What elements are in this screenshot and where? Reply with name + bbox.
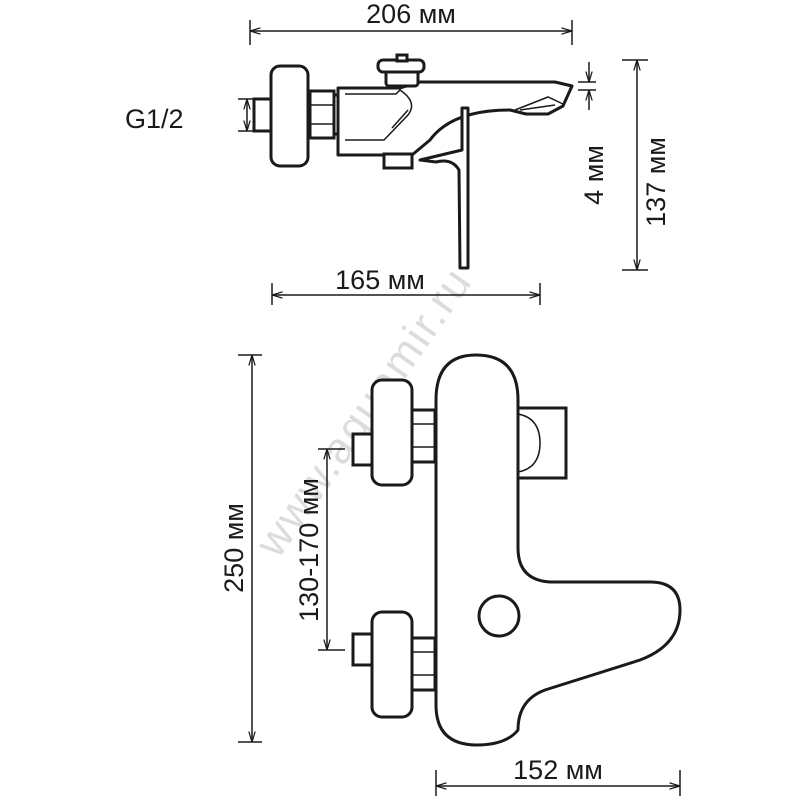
shower-outlet xyxy=(382,152,414,170)
front-view: 250 мм 130-170 мм 152 мм xyxy=(219,353,682,796)
hex-nut xyxy=(308,89,336,140)
body-inner-contour xyxy=(345,89,413,141)
upper-flange xyxy=(370,378,414,487)
diverter-pin xyxy=(395,53,409,63)
front-body xyxy=(434,353,682,747)
lever-handle xyxy=(418,106,470,270)
dim-spout-length: 165 мм xyxy=(335,265,425,295)
lower-hex-nut xyxy=(410,636,437,692)
faucet-body xyxy=(336,80,574,157)
side-view: 206 мм G1/2 xyxy=(125,0,671,305)
cartridge-circle xyxy=(477,594,521,638)
dim-total-height: 137 мм xyxy=(641,137,671,227)
dim-body-height: 250 мм xyxy=(219,503,249,593)
dim-wall-projection: 152 мм xyxy=(513,755,603,785)
aerator xyxy=(514,96,564,111)
dim-total-width: 206 мм xyxy=(366,0,456,29)
side-spout-block xyxy=(516,406,568,480)
lower-flange xyxy=(370,610,414,719)
dim-spout-offset: 4 мм xyxy=(579,145,609,205)
dim-thread: G1/2 xyxy=(125,104,184,134)
dim-center-distance: 130-170 мм xyxy=(294,478,324,622)
wall-flange xyxy=(269,64,310,168)
upper-hex-nut xyxy=(410,408,437,464)
side-spout-curve xyxy=(517,413,541,473)
